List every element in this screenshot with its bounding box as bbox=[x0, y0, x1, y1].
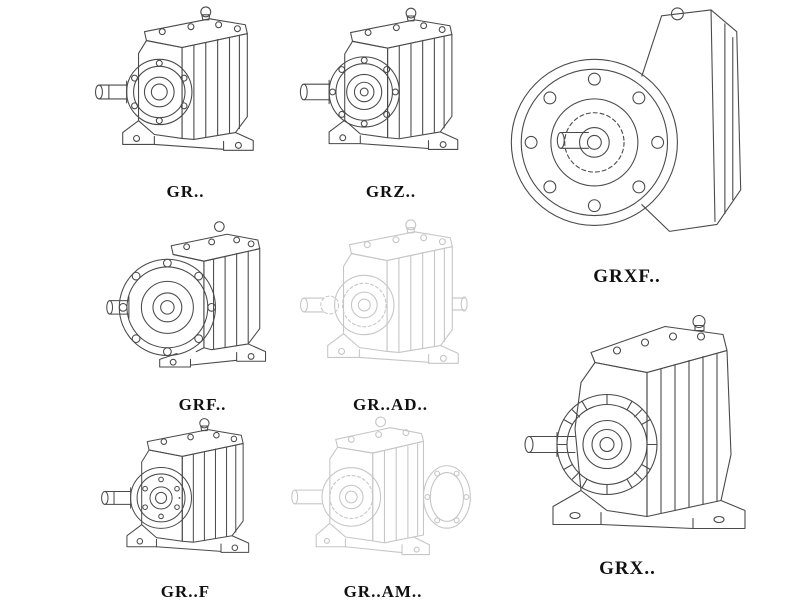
figure-gram: GR..AM.. bbox=[283, 412, 483, 600]
figure-label-gr: GR.. bbox=[166, 182, 205, 201]
figure-grf: GRF.. bbox=[100, 215, 305, 415]
figure-label-grf-foot: GR..F bbox=[160, 582, 211, 600]
figure-label-grxf: GRXF.. bbox=[593, 266, 661, 287]
figure-label-grx: GRX.. bbox=[599, 558, 656, 579]
figure-grxf: GRXF.. bbox=[502, 2, 752, 288]
figure-label-grz: GRZ.. bbox=[365, 182, 417, 201]
gearbox-grf-drawing bbox=[106, 221, 267, 368]
gearbox-grxf-drawing bbox=[510, 7, 742, 232]
figure-label-grad: GR..AD.. bbox=[352, 395, 429, 414]
gearbox-grf-foot-drawing bbox=[101, 418, 250, 553]
gearbox-gr-drawing bbox=[94, 6, 254, 151]
figure-label-gram: GR..AM.. bbox=[343, 582, 423, 600]
gearbox-gram-drawing bbox=[291, 416, 471, 556]
figure-label-grf: GRF.. bbox=[178, 395, 227, 414]
figure-grad: GR..AD.. bbox=[288, 215, 493, 415]
gearbox-grx-drawing bbox=[524, 314, 746, 530]
figure-grf-foot: GR..F bbox=[88, 414, 283, 600]
figure-gr: GR.. bbox=[88, 2, 283, 202]
gearbox-grad-drawing bbox=[299, 219, 468, 364]
gearbox-grz-drawing bbox=[299, 7, 459, 150]
figure-grz: GRZ.. bbox=[296, 2, 486, 202]
figure-grx: GRX.. bbox=[495, 306, 760, 580]
